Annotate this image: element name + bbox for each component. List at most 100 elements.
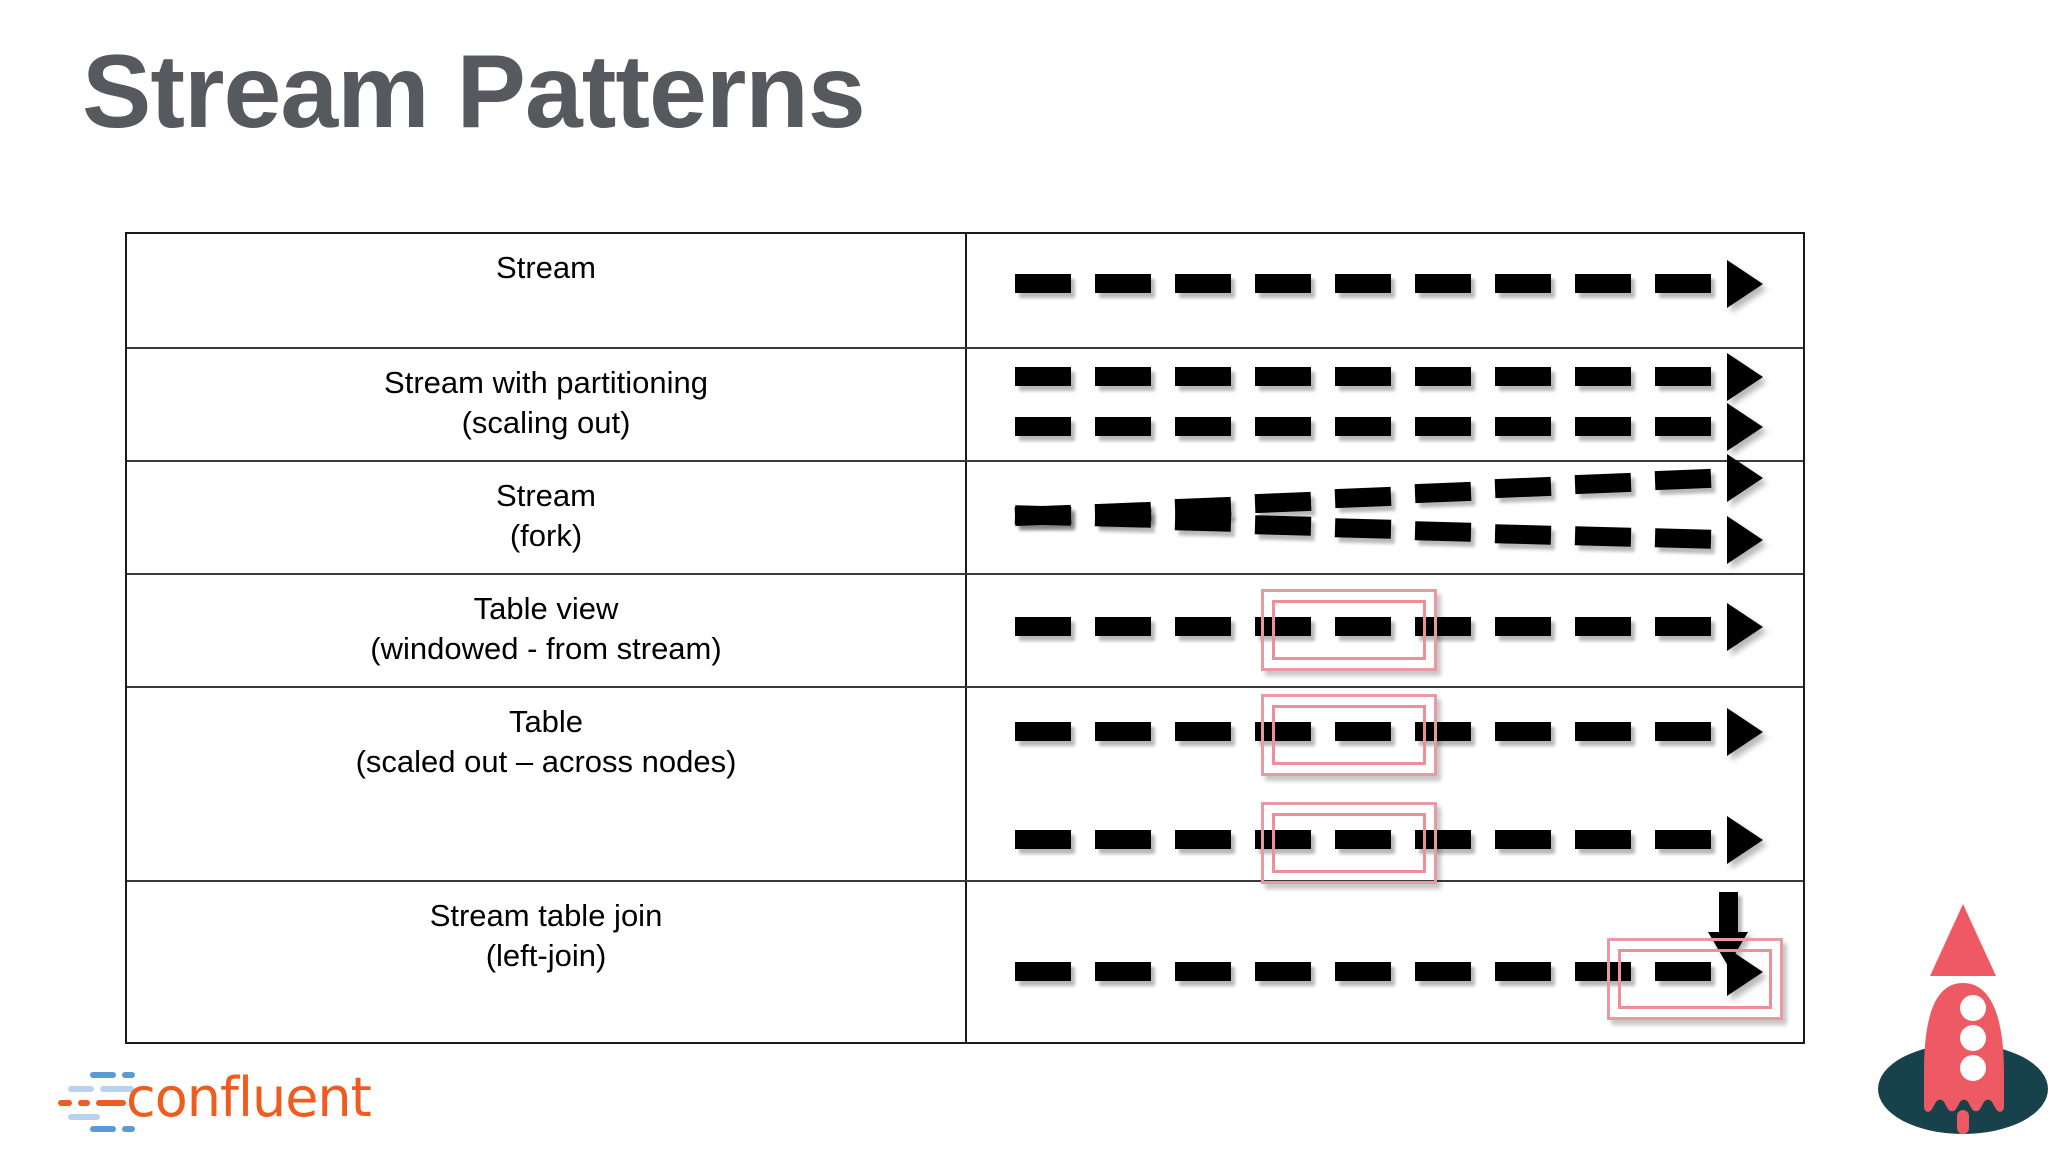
dashed-arrow-fork-upper [1014,454,1763,532]
dashed-arrow [1015,260,1763,308]
dash-segment [1015,417,1071,436]
dashed-arrow-node-2 [1015,816,1763,864]
dash-segment [1255,722,1311,741]
dash-segment [1415,417,1471,436]
row-label-line2: (windowed - from stream) [370,630,722,666]
dash-segment [1415,274,1471,293]
dash-segment [1575,722,1631,741]
rocket-body-icon [1924,904,2004,1134]
logo-mark-dash [122,1126,135,1132]
dash-segment [1574,526,1632,547]
dash-segment [1335,417,1391,436]
dash-segment [1495,367,1551,386]
row-label-line1: Stream [496,478,596,513]
arrowhead-icon [1727,454,1763,502]
dash-segment [1175,417,1231,436]
row-label-line2: (left-join) [485,937,607,973]
dash-segment [1095,274,1151,293]
dash-segment [1654,468,1712,491]
table-row: Table view (windowed - from stream) [127,575,1803,688]
dash-segment [1415,617,1471,636]
dash-segment [1095,417,1151,436]
dash-segment [1095,367,1151,386]
dash-segment [1255,367,1311,386]
row-diagram-cell [967,688,1803,884]
dash-segment [1655,274,1711,293]
dash-segment [1495,962,1551,981]
dash-segment [1175,274,1231,293]
dash-segment [1095,617,1151,636]
dash-segment [1255,274,1311,293]
dash-segment [1255,962,1311,981]
dash-segment [1575,617,1631,636]
dash-segment [1175,617,1231,636]
row-label-line1: Stream [496,250,596,285]
row-diagram-cell [967,454,1803,573]
dash-segment [1335,962,1391,981]
dash-segment [1575,274,1631,293]
arrowhead-icon [1727,260,1763,308]
dash-segment [1494,476,1552,499]
dash-segment [1655,617,1711,636]
row-label-line2: (scaling out) [461,404,631,440]
row-label-line1: Table [508,704,584,739]
row-label-line2: (scaled out – across nodes) [355,743,737,779]
dash-segment [1254,515,1312,536]
dash-segment [1015,830,1071,849]
dash-segment [1015,962,1071,981]
row-label-cell: Stream table join (left-join) [127,882,967,1042]
window-box [1261,694,1437,776]
logo-mark-dash [96,1100,126,1106]
table-row: Stream [127,234,1803,349]
window-box [1607,938,1783,1020]
arrowhead-icon [1727,516,1763,564]
dash-segment [1495,417,1551,436]
dash-segment [1495,722,1551,741]
dash-segment [1015,617,1071,636]
dash-segment [1335,722,1391,741]
logo-mark-dash [58,1100,72,1106]
dash-segment [1334,518,1392,539]
row-label-line1: Stream with partitioning [384,365,708,400]
table-row: Stream (fork) [127,454,1803,575]
table-row: Stream table join (left-join) [127,882,1803,1042]
dash-segment [1255,617,1311,636]
dash-segment [1335,367,1391,386]
logo-mark-dash [90,1126,116,1132]
dash-segment [1655,722,1711,741]
dash-segment [1415,830,1471,849]
dash-segment [1655,830,1711,849]
row-label-line1: Table view [473,591,619,626]
row-diagram-cell [967,234,1803,347]
confluent-logo: confluent [48,1066,372,1132]
dash-segment [1015,274,1071,293]
row-label-cell: Table (scaled out – across nodes) [127,688,967,880]
dash-segment [1414,481,1472,504]
dash-segment [1415,722,1471,741]
dash-segment [1494,524,1552,545]
dash-segment [1495,830,1551,849]
stream-patterns-table: Stream Stream with partitioning (scaling… [125,232,1805,1044]
dash-segment [1495,274,1551,293]
dash-segment [1574,472,1632,495]
dash-segment [1575,367,1631,386]
dashed-arrow-partition-1 [1015,353,1763,401]
dash-segment [1575,830,1631,849]
dash-segment [1654,528,1712,549]
dash-segment [1255,417,1311,436]
row-diagram-cell [967,349,1803,460]
dash-segment [1335,274,1391,293]
arrowhead-icon [1727,403,1763,451]
dashed-arrow-partition-2 [1015,403,1763,451]
down-arrow-stem [1719,892,1738,936]
window-box [1261,589,1437,671]
dashed-arrow-join [1015,948,1763,996]
dash-segment [1655,962,1711,981]
dash-segment [1175,367,1231,386]
dash-segment [1095,830,1151,849]
page-title: Stream Patterns [82,34,866,150]
dashed-arrow-windowed [1015,603,1763,651]
logo-mark-dash [78,1100,90,1106]
row-label-cell: Stream with partitioning (scaling out) [127,349,967,460]
arrowhead-icon [1727,708,1763,756]
